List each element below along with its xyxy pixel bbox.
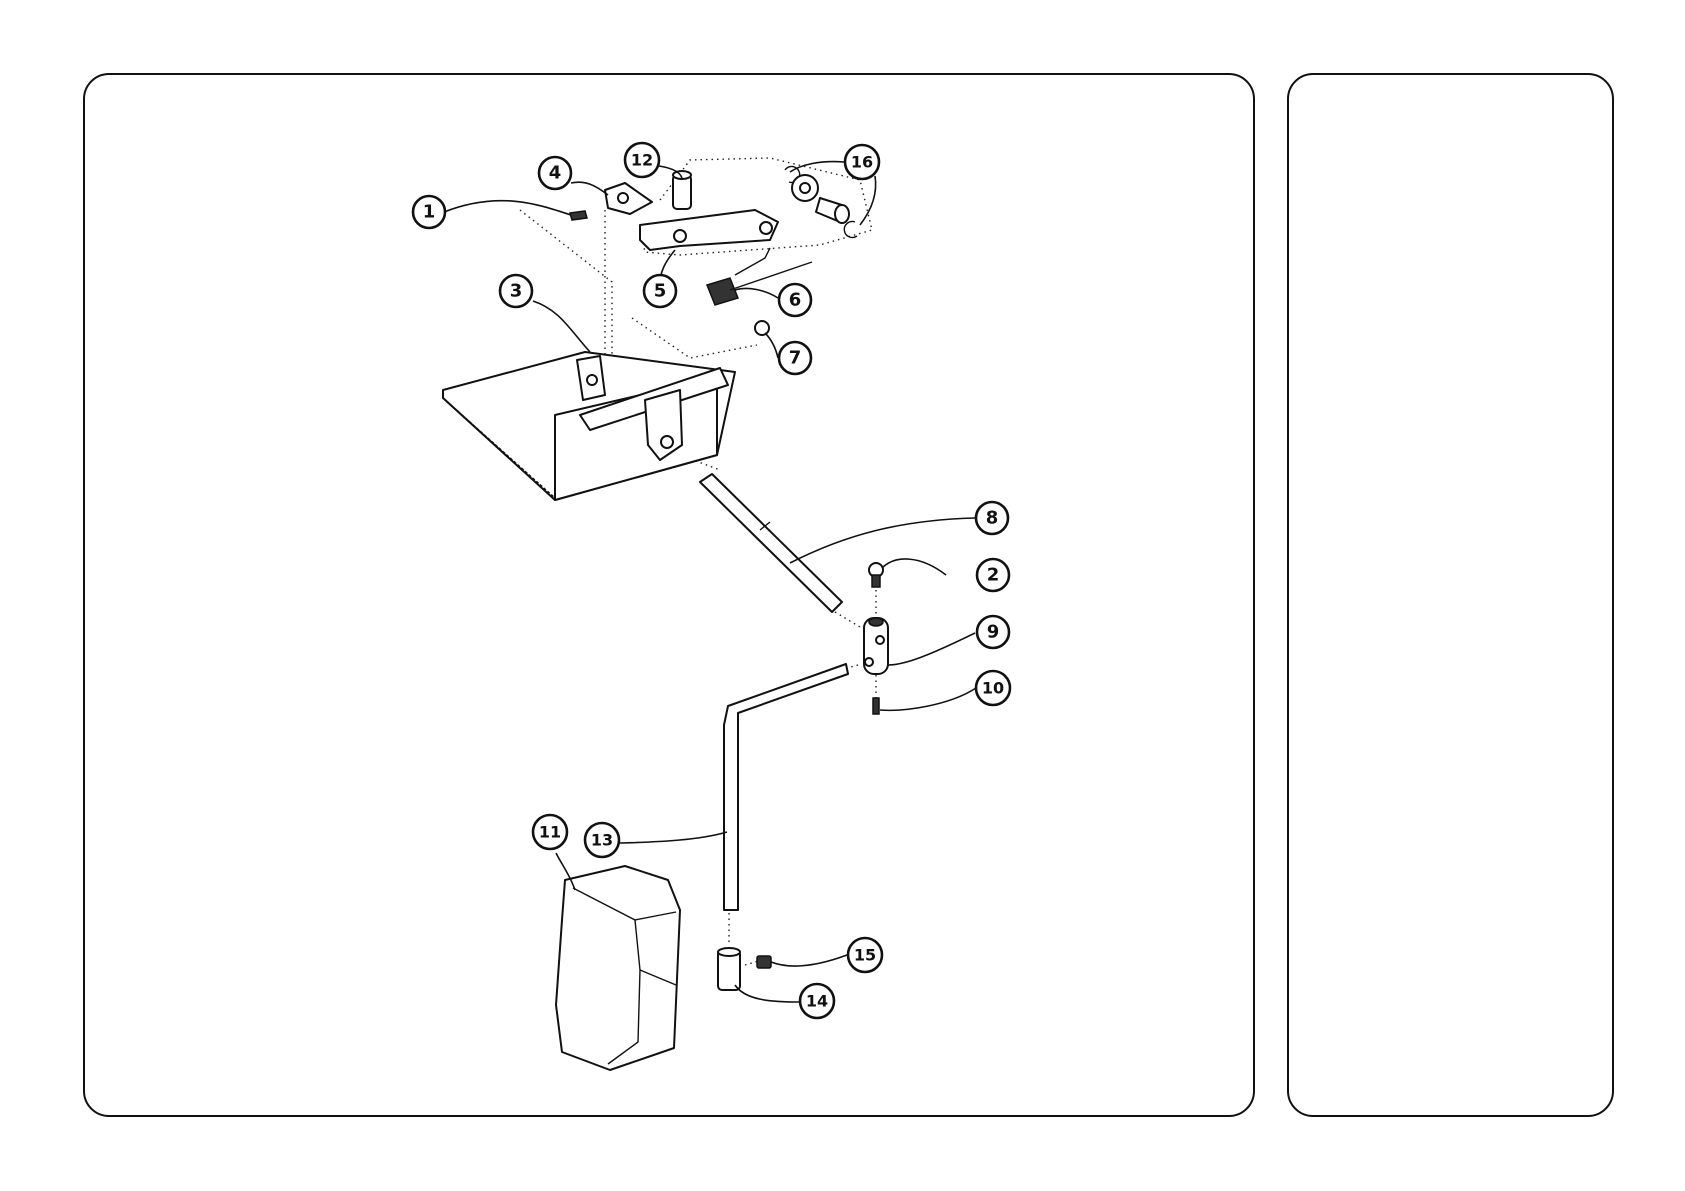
callout-3-label: 3 [510, 281, 523, 302]
callout-5: 5 [644, 275, 676, 307]
callout-5-label: 5 [654, 281, 667, 302]
callout-16: 16 [845, 145, 879, 179]
callout-2: 2 [977, 559, 1009, 591]
callout-1: 1 [413, 196, 445, 228]
collar [864, 618, 888, 674]
callout-13-label: 13 [591, 831, 613, 850]
screw-2 [869, 563, 883, 587]
callout-13: 13 [585, 823, 619, 857]
bent-rod [724, 664, 848, 910]
callout-6: 6 [779, 284, 811, 316]
lever-arm [640, 210, 778, 250]
callout-3: 3 [500, 275, 532, 307]
callout-15-label: 15 [854, 946, 876, 965]
callout-12: 12 [625, 143, 659, 177]
callout-1-label: 1 [423, 202, 436, 223]
callout-15: 15 [848, 938, 882, 972]
callout-14: 14 [800, 984, 834, 1018]
callout-10-label: 10 [982, 679, 1004, 698]
callout-10: 10 [976, 671, 1010, 705]
mounting-plate [443, 352, 735, 500]
callout-6-label: 6 [789, 290, 802, 311]
screw-1 [570, 211, 587, 220]
cover [556, 866, 680, 1070]
callout-2-label: 2 [987, 565, 1000, 586]
callout-7-label: 7 [789, 348, 802, 369]
small-bracket [605, 183, 652, 214]
roller-pin-set [785, 166, 857, 237]
callout-8-label: 8 [986, 508, 999, 529]
callout-7: 7 [779, 342, 811, 374]
callout-9-label: 9 [987, 622, 1000, 643]
assembly-guide-lines [520, 158, 876, 965]
set-screw [757, 956, 771, 968]
callout-12-label: 12 [631, 151, 653, 170]
rod [700, 474, 842, 612]
callout-4: 4 [539, 157, 571, 189]
callout-14-label: 14 [806, 992, 828, 1011]
sleeve [718, 948, 740, 990]
callout-11-label: 11 [539, 823, 561, 842]
callout-4-label: 4 [549, 163, 562, 184]
callout-9: 9 [977, 616, 1009, 648]
callout-16-label: 16 [851, 153, 873, 172]
clip [755, 321, 769, 335]
callout-8: 8 [976, 502, 1008, 534]
screw-10 [873, 698, 879, 714]
callout-11: 11 [533, 815, 567, 849]
